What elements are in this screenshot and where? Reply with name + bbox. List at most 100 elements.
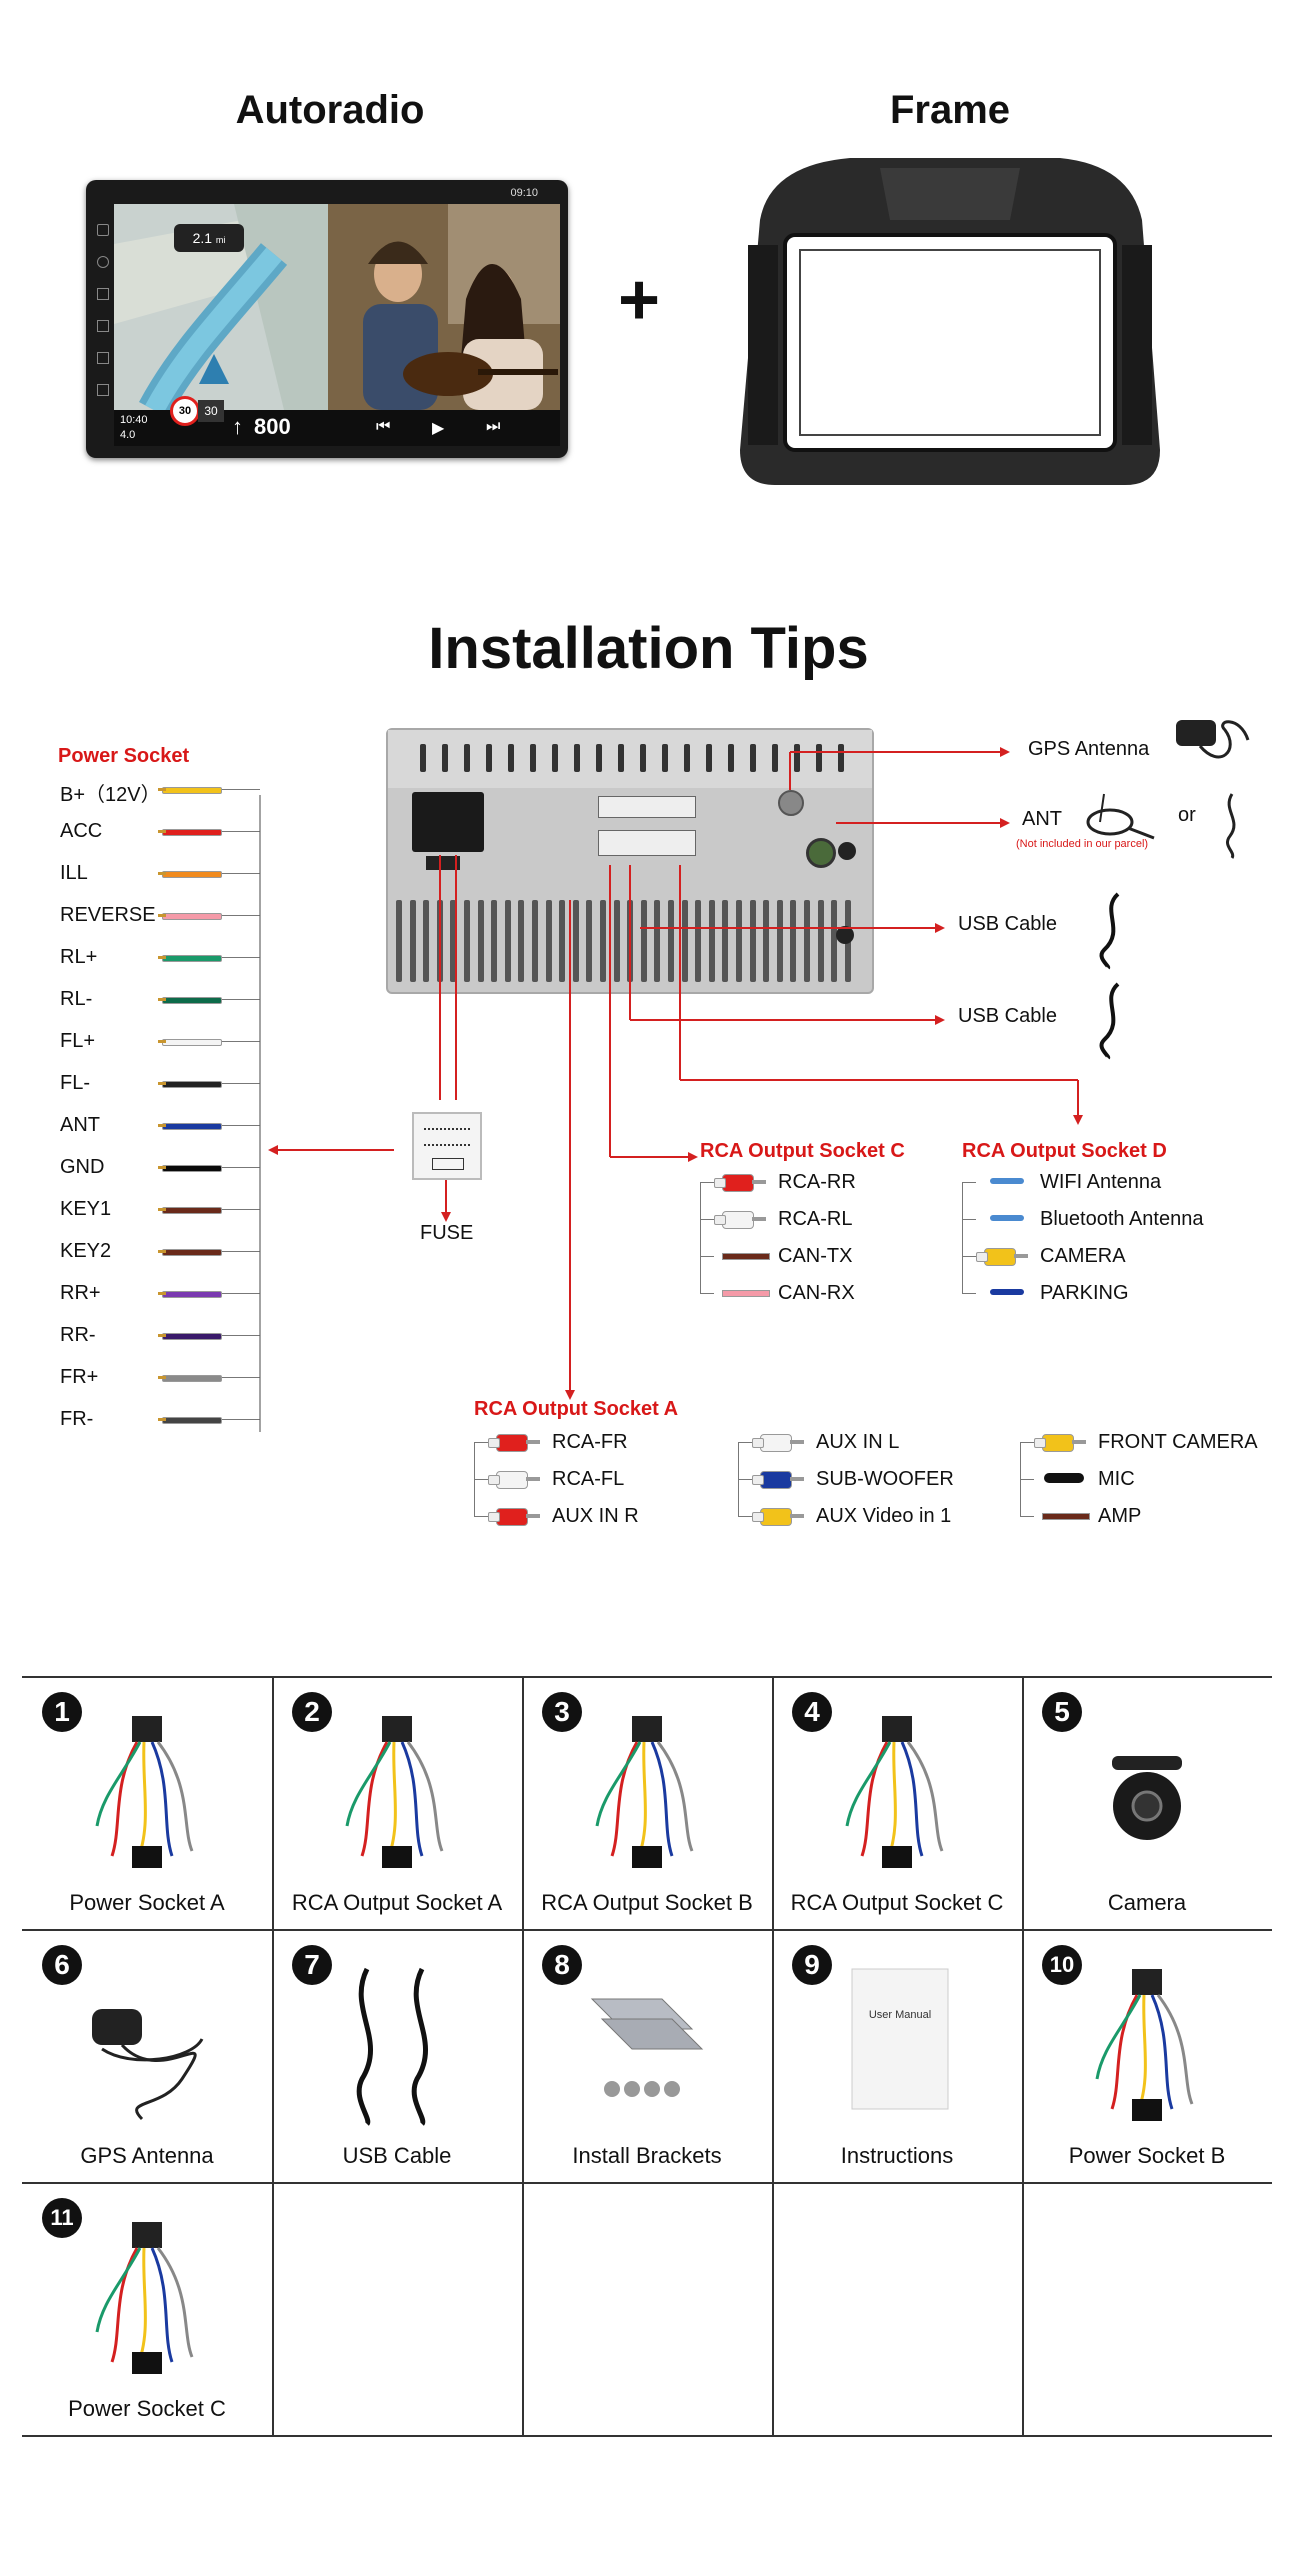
side-button-strip: [92, 194, 112, 444]
video-view[interactable]: [328, 204, 560, 410]
play-icon[interactable]: ▶: [432, 420, 445, 437]
power-pin-leader: [222, 1041, 260, 1042]
power-pin-label: RR+: [60, 1282, 101, 1304]
power-pin-label: FL+: [60, 1030, 96, 1052]
power-pin-label: ACC: [60, 820, 103, 842]
usb-port-2[interactable]: [836, 926, 854, 944]
power-pin-wire-tip: [158, 788, 166, 791]
power-pin-wire-tip: [158, 914, 166, 917]
rca-plug-tip: [752, 1512, 764, 1522]
power-pin-label: B+（12V）: [60, 784, 161, 806]
power-pin-wire-tip: [158, 1292, 166, 1295]
part-number-badge: 4: [792, 1692, 832, 1732]
rca-plug-icon: [722, 1174, 754, 1192]
rca-plug-tip: [488, 1438, 500, 1448]
vent-slot: [530, 744, 536, 772]
rca-port-a[interactable]: [598, 796, 696, 818]
map-view[interactable]: 2.1 mi: [114, 204, 328, 410]
rca-plug-tip: [752, 1475, 764, 1485]
next-track-icon[interactable]: ⏭: [486, 418, 501, 435]
power-pin-label: FR-: [60, 1408, 94, 1430]
rca-plug-icon: [760, 1434, 792, 1452]
rca-harness-icon: [332, 1706, 462, 1876]
vent-slot: [464, 900, 470, 982]
rca-label: FRONT CAMERA: [1098, 1431, 1258, 1453]
vent-slot: [750, 744, 756, 772]
rca-plug-tip: [752, 1438, 764, 1448]
vent-slot: [396, 900, 402, 982]
rca-label: SUB-WOOFER: [816, 1468, 954, 1490]
power-to-fuse-line: [276, 1149, 394, 1151]
usb-cable-2-icon: [1099, 982, 1120, 1060]
power-pin-leader: [222, 831, 260, 832]
power-pin-label: FR+: [60, 1366, 99, 1388]
rca-bracket: [962, 1182, 963, 1293]
power-pin-wire-tip: [158, 830, 166, 833]
rca-plug-icon: [496, 1434, 528, 1452]
rca-leader: [738, 1479, 752, 1480]
vent-slot: [776, 900, 783, 982]
rca-wire: [790, 1477, 804, 1481]
fuse-label: FUSE: [420, 1222, 474, 1244]
usb-cable-1-icon: [1099, 892, 1120, 970]
vent-slot: [450, 900, 457, 982]
power-connector-port[interactable]: [412, 792, 484, 852]
status-bar: 09:10: [114, 186, 560, 202]
power-pin-leader: [222, 789, 260, 790]
rca-plug-icon: [496, 1471, 528, 1489]
power-pin-label: ILL: [60, 862, 88, 884]
vent-slot: [552, 744, 558, 772]
antenna-port[interactable]: [778, 790, 804, 816]
part-number-badge: 3: [542, 1692, 582, 1732]
power-pin-leader: [222, 1335, 260, 1336]
vent-slot: [574, 744, 580, 772]
previous-track-icon[interactable]: ⏮: [376, 418, 391, 435]
power-socket-harness-icon: [82, 1706, 212, 1876]
part-number-badge: 1: [42, 1692, 82, 1732]
usb-cable-icon: [332, 1959, 462, 2129]
rca-leader: [738, 1442, 752, 1443]
vent-slot: [763, 900, 770, 982]
vent-slot: [706, 744, 712, 772]
grid-hline: [22, 1929, 1272, 1931]
part-number-badge: 8: [542, 1945, 582, 1985]
part-label: RCA Output Socket C: [790, 1890, 1004, 1915]
gps-port[interactable]: [806, 838, 836, 868]
rca-port-c[interactable]: [598, 830, 696, 856]
vent-slot: [708, 900, 715, 982]
rca-wire: [526, 1477, 540, 1481]
power-socket-b-icon: [1082, 1959, 1212, 2129]
usb-cable-2-label: USB Cable: [958, 1005, 1057, 1027]
vent-slot: [736, 900, 742, 982]
vent-slot: [728, 744, 734, 772]
vent-slot: [640, 900, 647, 982]
part-number-badge: 2: [292, 1692, 332, 1732]
rca-leader: [1020, 1442, 1034, 1443]
part-label: Power Socket C: [68, 2396, 226, 2421]
gps-antenna-icon: [1176, 720, 1250, 759]
rca-leader: [738, 1516, 752, 1517]
fuse-block: [412, 1112, 482, 1180]
usb-port-1[interactable]: [838, 842, 856, 860]
rca-plug-icon: [984, 1248, 1016, 1266]
camera-icon: [1082, 1706, 1212, 1876]
rca-plug-icon: [760, 1508, 792, 1526]
power-pin-leader: [222, 1209, 260, 1210]
gps-antenna-label: GPS Antenna: [1028, 738, 1150, 760]
rca-socket-a-title: RCA Output Socket A: [474, 1398, 679, 1420]
wire-icon: [1042, 1513, 1090, 1520]
map-roads-graphic: [114, 204, 328, 410]
rca-wire: [526, 1514, 540, 1518]
rca-label: RCA-FR: [552, 1431, 628, 1453]
rca-plug-tip: [976, 1252, 988, 1262]
grid-hline: [22, 2182, 1272, 2184]
vent-slot: [420, 744, 426, 772]
power-pin-label: REVERSE: [60, 904, 156, 926]
rca-leader: [1020, 1479, 1034, 1480]
rca-bracket: [700, 1182, 701, 1293]
